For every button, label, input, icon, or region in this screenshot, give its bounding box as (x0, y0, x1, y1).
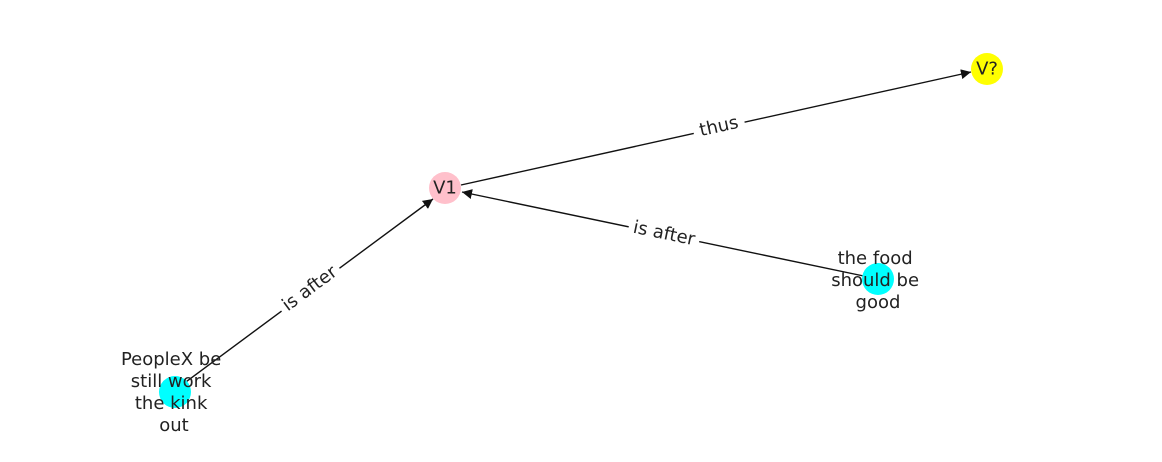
node-vq: V? (971, 53, 1003, 85)
node-food-label: the food should be good (831, 248, 925, 313)
node-people-label: PeopleX be still work the kink out (121, 349, 227, 436)
node-food-circle (862, 263, 894, 295)
edge-label-is-after-people: is after (278, 261, 341, 316)
node-v1-label: V1 (433, 178, 457, 199)
node-people: PeopleX be still work the kink out (121, 349, 227, 436)
edge-v1-to-vq: thus (460, 69, 972, 186)
node-v1-circle (429, 172, 461, 204)
edge-label-thus: thus (697, 112, 740, 141)
node-vq-circle (971, 53, 1003, 85)
node-people-circle (159, 376, 191, 408)
node-food: the food should be good (831, 248, 925, 313)
node-v1: V1 (429, 172, 461, 204)
node-vq-label: V? (976, 59, 998, 80)
edge-food-to-v1: is after (461, 189, 879, 280)
